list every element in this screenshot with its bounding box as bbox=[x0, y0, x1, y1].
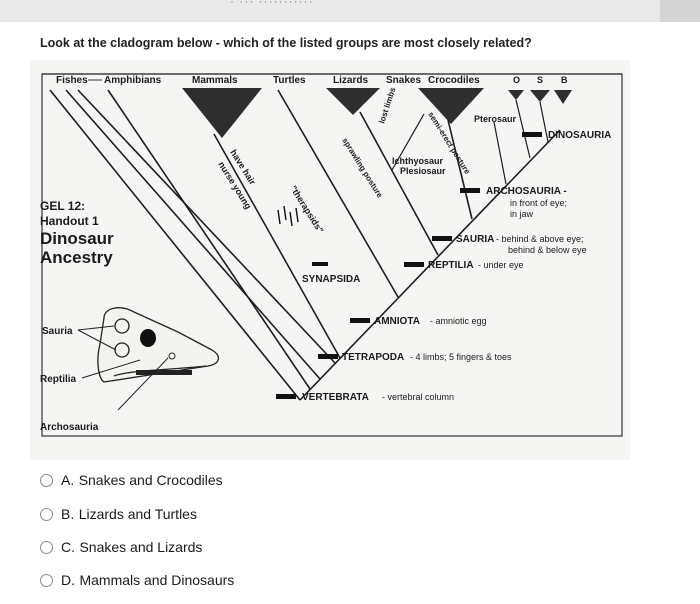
cut-off-text: · ··· ··········· bbox=[230, 0, 314, 8]
option-a-text: Snakes and Crocodiles bbox=[78, 472, 223, 488]
vertebrata-title: VERTEBRATA bbox=[302, 392, 369, 403]
option-d[interactable]: D. Mammals and Dinosaurs bbox=[40, 568, 234, 592]
crocodiles-triangle bbox=[418, 88, 484, 124]
sauria-bar bbox=[432, 236, 452, 241]
tetrapoda-title: TETRAPODA bbox=[342, 352, 404, 363]
dinosauria-bar bbox=[522, 132, 542, 137]
scroll-edge bbox=[660, 0, 700, 22]
handout-line3: Dinosaur bbox=[40, 229, 114, 248]
archosauria-title: ARCHOSAURIA - bbox=[486, 186, 567, 197]
amphibians-branch-b bbox=[77, 89, 336, 364]
option-a[interactable]: A. Snakes and Crocodiles bbox=[40, 468, 223, 492]
question-text: Look at the cladogram below - which of t… bbox=[40, 36, 532, 50]
paper-background bbox=[30, 60, 630, 460]
sauria-pointer-b bbox=[77, 329, 117, 351]
skull-label-archosauria: Archosauria bbox=[40, 422, 99, 433]
sauria-line1: - behind & above eye; bbox=[496, 234, 584, 244]
b-triangle bbox=[554, 90, 572, 104]
lizards-branch bbox=[359, 111, 439, 256]
sauria-pointer bbox=[77, 325, 115, 331]
s-branch bbox=[539, 101, 549, 143]
fishes-branch bbox=[49, 89, 301, 401]
o-triangle bbox=[508, 90, 524, 100]
turtles-branch bbox=[277, 89, 399, 298]
label-dinosauria: DINOSAURIA bbox=[548, 130, 611, 141]
label-b: B bbox=[561, 75, 568, 85]
mammals-branch bbox=[213, 133, 341, 359]
option-d-text: Mammals and Dinosaurs bbox=[79, 572, 235, 588]
s-triangle bbox=[530, 90, 550, 102]
reptilia-desc: - under eye bbox=[478, 260, 524, 270]
radio-d[interactable] bbox=[40, 573, 53, 587]
reptilia-title: REPTILIA bbox=[428, 260, 474, 271]
label-turtles: Turtles bbox=[273, 75, 306, 86]
mammals-triangle bbox=[182, 88, 262, 138]
option-a-letter: A. bbox=[61, 472, 75, 488]
top-strip: · ··· ··········· bbox=[0, 0, 700, 22]
reptilia-pointer bbox=[81, 359, 141, 379]
radio-b[interactable] bbox=[40, 507, 53, 521]
label-crocodiles: Crocodiles bbox=[428, 75, 480, 86]
pterosaur-branch bbox=[493, 121, 507, 185]
cladogram-figure: Fishes Amphibians Mammals Turtles Lizard… bbox=[0, 60, 700, 460]
vertebrata-desc: - vertebral column bbox=[382, 392, 454, 402]
amphibians-branch-c bbox=[107, 89, 311, 390]
radio-c[interactable] bbox=[40, 540, 53, 554]
option-b-letter: B. bbox=[61, 506, 75, 522]
vertebrata-bar bbox=[276, 394, 296, 399]
tetrapoda-bar bbox=[318, 354, 338, 359]
label-plesiosaur: Plesiosaur bbox=[400, 166, 446, 176]
archosauria-line2: in jaw bbox=[510, 209, 534, 219]
therapsid-ticks bbox=[277, 205, 299, 227]
option-d-letter: D. bbox=[61, 572, 75, 588]
handout-line2: Handout 1 bbox=[40, 214, 99, 228]
skull-label-reptilia: Reptilia bbox=[40, 374, 77, 385]
label-lizards: Lizards bbox=[333, 75, 368, 86]
label-pterosaur: Pterosaur bbox=[474, 114, 517, 124]
sauria-title: SAURIA bbox=[456, 234, 494, 245]
label-s: S bbox=[537, 75, 543, 85]
reptilia-bar bbox=[404, 262, 424, 267]
main-trunk bbox=[299, 129, 561, 401]
option-b-text: Lizards and Turtles bbox=[78, 506, 197, 522]
archosauria-line1: in front of eye; bbox=[510, 198, 567, 208]
amniota-title: AMNIOTA bbox=[374, 316, 420, 327]
label-snakes: Snakes bbox=[386, 75, 421, 86]
label-amphibians: Amphibians bbox=[104, 75, 162, 86]
label-mammals: Mammals bbox=[192, 75, 238, 86]
skull-label-sauria: Sauria bbox=[42, 326, 73, 337]
crocodiles-branch bbox=[447, 119, 473, 220]
synapsida-bar bbox=[312, 262, 328, 266]
archosauria-pointer bbox=[117, 357, 169, 411]
handout-line4: Ancestry bbox=[40, 248, 113, 267]
handout-line1: GEL 12: bbox=[40, 199, 85, 213]
label-ichthyosaur: Ichthyosaur bbox=[392, 156, 444, 166]
lizards-snakes-triangle bbox=[326, 88, 380, 115]
label-o: O bbox=[513, 75, 520, 85]
cladogram-svg: Fishes Amphibians Mammals Turtles Lizard… bbox=[30, 60, 630, 460]
o-branch bbox=[515, 99, 531, 159]
tetrapoda-desc: - 4 limbs; 5 fingers & toes bbox=[410, 352, 512, 362]
radio-a[interactable] bbox=[40, 473, 53, 487]
amphibians-branch-a bbox=[65, 89, 321, 380]
amniota-desc: - amniotic egg bbox=[430, 316, 487, 326]
sauria-line2: behind & below eye bbox=[508, 245, 587, 255]
synapsida-label: SYNAPSIDA bbox=[302, 274, 360, 285]
archosauria-bar bbox=[460, 188, 480, 193]
amniota-bar bbox=[350, 318, 370, 323]
option-c[interactable]: C. Snakes and Lizards bbox=[40, 535, 202, 559]
label-fishes: Fishes bbox=[56, 75, 88, 86]
option-c-text: Snakes and Lizards bbox=[79, 539, 203, 555]
option-c-letter: C. bbox=[61, 539, 75, 555]
ichthyosaur-branch bbox=[391, 113, 425, 171]
option-b[interactable]: B. Lizards and Turtles bbox=[40, 502, 197, 526]
